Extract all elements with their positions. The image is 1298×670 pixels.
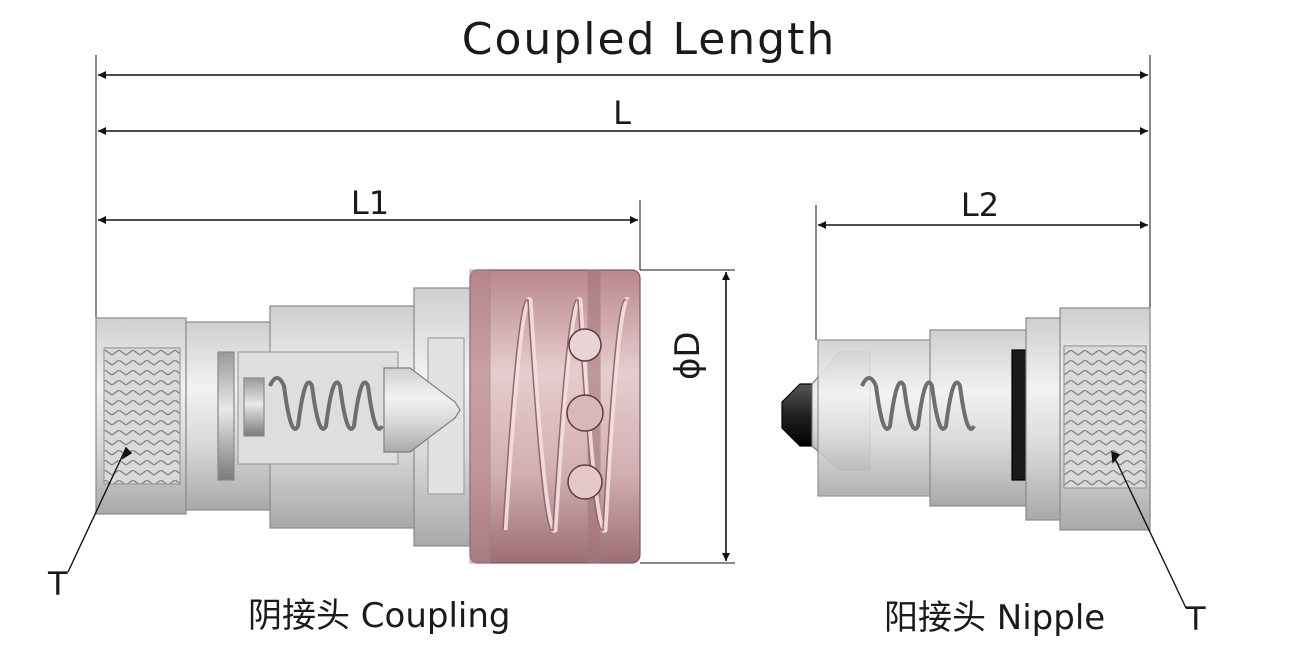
dimension-arrows xyxy=(98,71,1148,561)
thread-label-right: T xyxy=(1186,600,1206,638)
dimension-l1-label: L1 xyxy=(350,184,390,222)
nipple-caption: 阳接头 Nipple xyxy=(884,598,1106,638)
locking-balls xyxy=(566,328,604,500)
dimension-l-label: L xyxy=(613,94,631,132)
nipple-valve-spring xyxy=(860,376,976,431)
coupling-caption: 阴接头 Coupling xyxy=(248,596,511,636)
coupling-poppet xyxy=(383,367,461,453)
thread-label-left: T xyxy=(48,565,68,603)
thread-leader-lines xyxy=(67,446,1187,609)
dimension-diameter-label: ϕD xyxy=(668,331,708,380)
diagram-title: Coupled Length xyxy=(461,14,837,65)
coupling-valve-spring xyxy=(268,376,384,431)
nipple-body xyxy=(781,307,1151,531)
dimension-l2-label: L2 xyxy=(960,186,1000,224)
coupling-body xyxy=(95,269,641,564)
nipple-tip xyxy=(781,383,813,447)
